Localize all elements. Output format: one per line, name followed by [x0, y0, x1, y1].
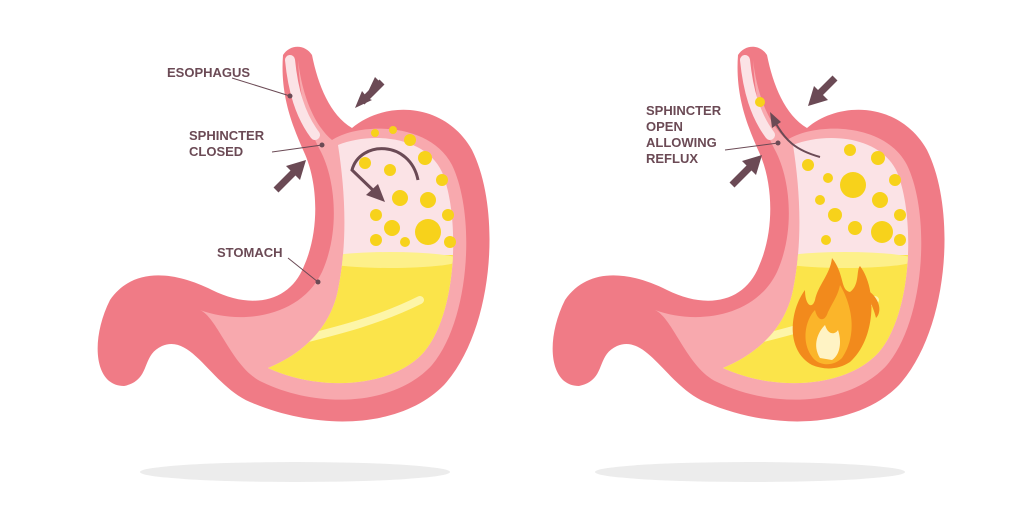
shadow-left — [140, 462, 450, 482]
gas-bubbles — [359, 126, 456, 248]
pressure-arrow-icon — [729, 75, 838, 188]
circulation-arrow — [350, 147, 420, 197]
label-sphincter-closed-1: SPHINCTER — [189, 128, 265, 143]
label-sphincter-closed-2: CLOSED — [189, 144, 243, 159]
shadow-right — [595, 462, 905, 482]
label-stomach: STOMACH — [217, 245, 282, 260]
pressure-arrow-icon — [273, 77, 385, 193]
label-esophagus: ESOPHAGUS — [167, 65, 250, 80]
label-sphincter-open-1: SPHINCTER — [646, 103, 722, 118]
reflux-arrow — [774, 121, 821, 158]
gas-bubbles — [755, 97, 906, 246]
label-sphincter-open-2: OPEN — [646, 119, 683, 134]
label-sphincter-open-4: REFLUX — [646, 151, 698, 166]
fire-icon — [792, 258, 880, 369]
label-sphincter-open-3: ALLOWING — [646, 135, 717, 150]
stomach-closed-sphincter — [98, 47, 500, 455]
stomach-open-sphincter — [553, 47, 955, 455]
